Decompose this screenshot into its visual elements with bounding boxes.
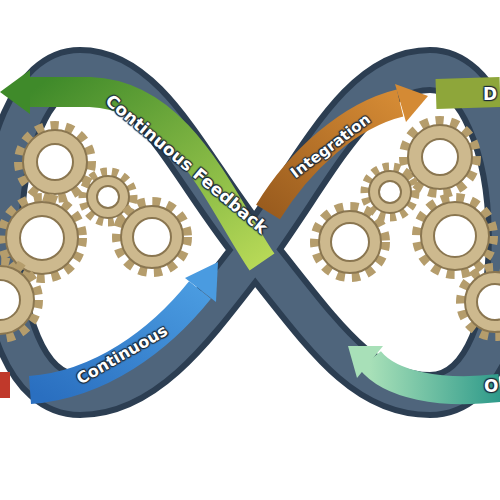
gear [117, 202, 187, 272]
gear-hole [20, 216, 64, 260]
arrow-label: D [483, 84, 497, 104]
arrow-label: O [484, 376, 498, 396]
gear-teeth [117, 202, 187, 272]
gear-body [121, 206, 183, 268]
gear [19, 126, 91, 198]
gear-body [0, 266, 34, 334]
gear-teeth [19, 126, 91, 198]
gear [315, 207, 385, 277]
gear-hole [0, 280, 20, 320]
gear-body [408, 125, 472, 189]
infinity-band [1, 70, 500, 395]
gear-hole [133, 218, 171, 256]
gear-body [421, 202, 489, 270]
gear-hole [379, 181, 401, 203]
operations-arrow [370, 360, 500, 390]
gear-body [369, 171, 411, 213]
gear-body [319, 211, 381, 273]
integration-arrow [268, 103, 400, 212]
arrow-head [348, 346, 383, 378]
gear-teeth [417, 198, 493, 274]
gear-hole [97, 186, 119, 208]
gear-body [23, 130, 87, 194]
gear-hole [331, 223, 369, 261]
gear-hole [477, 284, 500, 320]
gear-hole [434, 215, 476, 257]
gear-teeth [83, 172, 133, 222]
gear-hole [422, 139, 458, 175]
arrow-head [0, 70, 30, 114]
arrow-head [395, 84, 428, 122]
gear-teeth [315, 207, 385, 277]
gear [417, 198, 493, 274]
gear [461, 268, 500, 336]
continuous-arrow [30, 290, 200, 390]
arrow-head [185, 262, 218, 302]
infinity-band-highlight [1, 70, 500, 395]
gear [0, 262, 38, 338]
gear [2, 198, 82, 278]
gear-teeth [461, 268, 500, 336]
gear-body [87, 176, 129, 218]
arrow-label: Continuous Feedback [101, 90, 271, 237]
gear-teeth [0, 262, 38, 338]
gear-teeth [2, 198, 82, 278]
gear [83, 172, 133, 222]
arrow-fragment [0, 372, 10, 398]
gear-hole [37, 144, 73, 180]
gear-body [465, 272, 500, 332]
